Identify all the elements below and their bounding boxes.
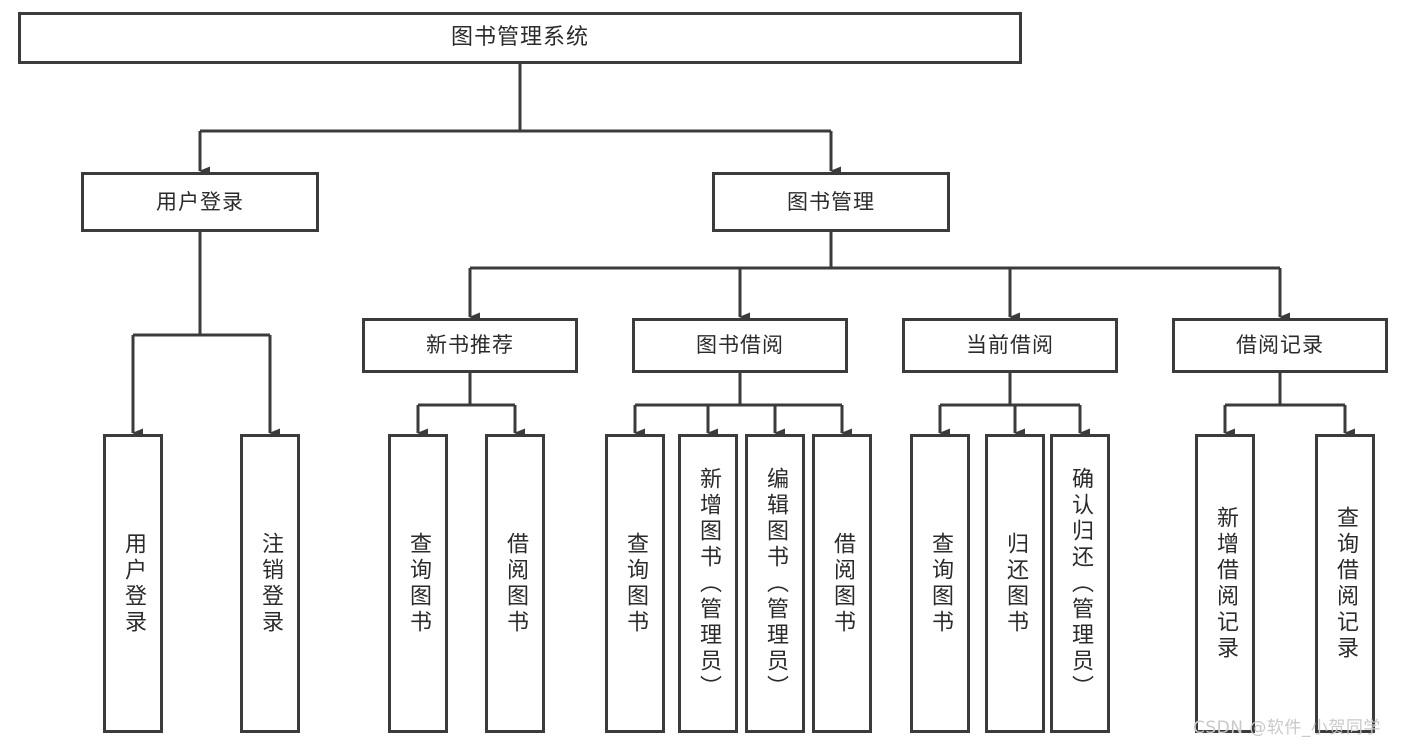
leaf-current-query-book[interactable]: 查询图书: [910, 434, 970, 733]
node-user-login-label: 用户登录: [156, 189, 244, 214]
node-borrow-records[interactable]: 借阅记录: [1172, 318, 1388, 373]
leaf-borrow-query-book-label: 查询图书: [622, 531, 648, 636]
leaf-current-confirm-return-label: 确认归还（管理员）: [1067, 466, 1093, 701]
leaf-current-confirm-return[interactable]: 确认归还（管理员）: [1050, 434, 1110, 733]
leaf-record-add-label: 新增借阅记录: [1212, 505, 1238, 662]
node-new-book-recommend-label: 新书推荐: [426, 333, 514, 358]
leaf-current-return-book-label: 归还图书: [1002, 531, 1028, 636]
node-book-manage-label: 图书管理: [787, 189, 875, 214]
leaf-record-query[interactable]: 查询借阅记录: [1315, 434, 1375, 733]
leaf-borrow-edit-book[interactable]: 编辑图书（管理员）: [745, 434, 805, 733]
leaf-borrow-borrow-book-label: 借阅图书: [829, 531, 855, 636]
node-new-book-recommend[interactable]: 新书推荐: [362, 318, 578, 373]
leaf-newbook-query-book-label: 查询图书: [405, 531, 431, 636]
leaf-current-query-book-label: 查询图书: [927, 531, 953, 636]
leaf-newbook-query-book[interactable]: 查询图书: [388, 434, 448, 733]
leaf-logout-label: 注销登录: [257, 531, 283, 636]
leaf-current-return-book[interactable]: 归还图书: [985, 434, 1045, 733]
leaf-newbook-borrow-book[interactable]: 借阅图书: [485, 434, 545, 733]
node-current-borrow-label: 当前借阅: [966, 333, 1054, 358]
leaf-record-query-label: 查询借阅记录: [1332, 505, 1358, 662]
leaf-record-add[interactable]: 新增借阅记录: [1195, 434, 1255, 733]
node-user-login[interactable]: 用户登录: [81, 172, 319, 232]
leaf-borrow-edit-book-label: 编辑图书（管理员）: [762, 466, 788, 701]
leaf-user-login[interactable]: 用户登录: [103, 434, 163, 733]
leaf-borrow-add-book-label: 新增图书（管理员）: [695, 466, 721, 701]
node-current-borrow[interactable]: 当前借阅: [902, 318, 1118, 373]
node-book-borrow[interactable]: 图书借阅: [632, 318, 848, 373]
node-book-borrow-label: 图书借阅: [696, 333, 784, 358]
leaf-borrow-query-book[interactable]: 查询图书: [605, 434, 665, 733]
leaf-logout[interactable]: 注销登录: [240, 434, 300, 733]
node-root[interactable]: 图书管理系统: [18, 12, 1022, 64]
node-borrow-records-label: 借阅记录: [1236, 333, 1324, 358]
leaf-borrow-add-book[interactable]: 新增图书（管理员）: [678, 434, 738, 733]
leaf-user-login-label: 用户登录: [120, 531, 146, 636]
node-book-manage[interactable]: 图书管理: [712, 172, 950, 232]
leaf-borrow-borrow-book[interactable]: 借阅图书: [812, 434, 872, 733]
node-root-label: 图书管理系统: [450, 25, 589, 51]
leaf-newbook-borrow-book-label: 借阅图书: [502, 531, 528, 636]
